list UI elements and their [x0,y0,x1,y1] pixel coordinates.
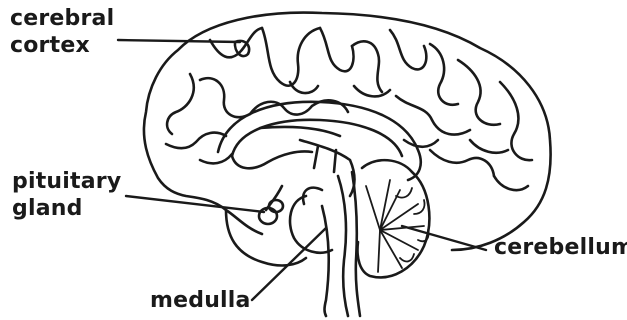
medulla-label: medulla [150,287,251,314]
cerebellum-arbor [366,180,429,272]
cerebellum-label: cerebellum [494,234,627,261]
cerebrum-outline [144,13,551,250]
cortex-folds [166,28,532,190]
cerebral-cortex-label: cerebral cortex [10,5,114,59]
cerebellum-shape [358,160,430,277]
fornix [232,151,312,168]
cerebellum-pointer [402,226,486,250]
pituitary-gland-label: pituitary gland [12,168,121,222]
inner-fold [260,127,340,136]
medulla-shape [303,176,348,316]
cerebral-cortex-pointer [118,40,240,42]
medulla-pointer [252,228,326,300]
pituitary-gland-shape [259,208,277,224]
